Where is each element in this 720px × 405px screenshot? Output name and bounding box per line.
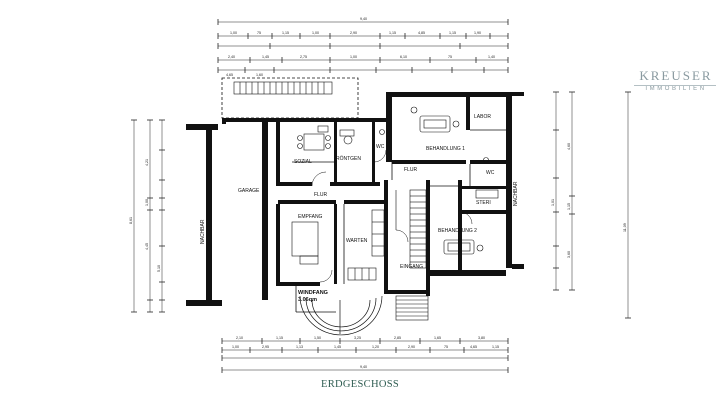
dim-top-1: 1,00 <box>230 31 237 35</box>
dim-top-2: 75 <box>257 31 261 35</box>
dim-right-overall: 11,09 <box>623 223 627 232</box>
room-label-steri: STERI <box>476 200 491 206</box>
room-label-empfang: EMPFANG <box>298 214 323 220</box>
room-label-windfang-area: 3.06qm <box>298 297 317 303</box>
entrance-stair <box>395 295 429 321</box>
dim-bot2-8: 4,65 <box>470 345 477 349</box>
dim-top2-4: 1,00 <box>350 55 357 59</box>
brand-divider <box>634 85 716 86</box>
dim-bot-4: 3,25 <box>354 336 361 340</box>
dim-bot-1: 2,10 <box>236 336 243 340</box>
room-label-nachbar-right: NACHBAR <box>513 181 519 206</box>
thin-walls <box>221 77 506 313</box>
dim-left-1: 4,21 <box>145 159 149 166</box>
dim-left-4: 5,10 <box>157 265 161 272</box>
left-dimension-chains <box>131 119 165 313</box>
dim-top-7: 4,85 <box>418 31 425 35</box>
furniture <box>291 106 499 281</box>
dim-top2-5: 6,10 <box>400 55 407 59</box>
dim-bot-3: 1,50 <box>314 336 321 340</box>
walls <box>186 92 524 306</box>
dim-top2-2: 1,45 <box>262 55 269 59</box>
dim-top-8: 1,15 <box>449 31 456 35</box>
bottom-overall-dimension: 9,40 <box>360 365 367 369</box>
room-label-warten: WARTEN <box>346 238 368 244</box>
dim-bot2-6: 2,90 <box>408 345 415 349</box>
room-label-wc-1: WC <box>376 144 385 150</box>
brand-name: KREUSER <box>639 68 713 83</box>
dim-right-1: 4,60 <box>567 143 571 150</box>
dim-bot2-1: 1,00 <box>232 345 239 349</box>
dim-right-4: 3,60 <box>567 251 571 258</box>
top-dimension-chains <box>217 19 509 73</box>
dim-right-3: 1,01 <box>551 199 555 206</box>
bottom-dimension-chains <box>221 338 509 373</box>
left-dimension-labels: 4,21 1,00 4,45 5,10 8,61 <box>129 159 161 272</box>
dim-top3-1: 4,65 <box>226 73 233 77</box>
room-label-nachbar-left: NACHBAR <box>200 219 206 244</box>
dim-top2-7: 1,40 <box>488 55 495 59</box>
dim-bot-6: 1,65 <box>434 336 441 340</box>
outer-stair-top <box>233 81 333 95</box>
dim-top-3: 1,15 <box>282 31 289 35</box>
right-dimension-labels: 4,60 1,15 1,01 3,60 11,09 <box>551 143 627 258</box>
dim-left-2: 1,00 <box>145 199 149 206</box>
room-label-behandlung-2: BEHANDLUNG 2 <box>438 228 477 234</box>
dim-bot-5: 2,85 <box>394 336 401 340</box>
floor-caption: ERDGESCHOSS <box>321 379 399 390</box>
dim-left-overall: 8,61 <box>129 217 133 224</box>
room-label-labor: LABOR <box>474 114 491 120</box>
dim-bot2-3: 1,13 <box>296 345 303 349</box>
room-label-garage: GARAGE <box>238 188 260 194</box>
brand-subtitle: IMMOBILIEN <box>645 86 707 92</box>
room-label-behandlung-1: BEHANDLUNG 1 <box>426 146 465 152</box>
dim-bot2-7: 75 <box>444 345 448 349</box>
room-label-eingang: EINGANG <box>400 264 423 270</box>
dim-bot2-2: 2,95 <box>262 345 269 349</box>
dim-top-9: 1,90 <box>474 31 481 35</box>
bottom-dimension-labels: 2,10 1,15 1,50 3,25 2,85 1,65 3,80 1,00 … <box>232 336 499 349</box>
dim-bot2-5: 1,20 <box>372 345 379 349</box>
dim-bot-2: 1,15 <box>276 336 283 340</box>
dim-right-2: 1,15 <box>567 203 571 210</box>
dim-top3-2: 1,60 <box>256 73 263 77</box>
room-label-wc-2: WC <box>486 170 495 176</box>
room-label-flur-2: FLUR <box>404 167 417 173</box>
interior-staircase <box>395 189 427 269</box>
dim-left-3: 4,45 <box>145 243 149 250</box>
door-swings <box>311 149 473 283</box>
dim-top-6: 1,15 <box>389 31 396 35</box>
right-dimension-chains <box>553 91 631 319</box>
dim-top-5: 2,90 <box>350 31 357 35</box>
top-dimension-labels: 1,00 75 1,15 1,00 2,90 1,15 4,85 1,15 1,… <box>226 31 495 77</box>
dim-top2-6: 75 <box>448 55 452 59</box>
top-overall-dimension: 9,40 <box>360 17 367 21</box>
dim-top2-3: 2,75 <box>300 55 307 59</box>
dim-bot2-9: 1,15 <box>492 345 499 349</box>
dim-bot2-4: 1,45 <box>334 345 341 349</box>
room-label-windfang: WINDFANG <box>298 290 328 296</box>
dim-top-4: 1,00 <box>312 31 319 35</box>
dim-top2-1: 2,40 <box>228 55 235 59</box>
room-label-flur-1: FLUR <box>314 192 327 198</box>
brand-logo: KREUSER IMMOBILIEN <box>636 68 716 92</box>
room-label-sozial: SOZIAL <box>294 159 312 165</box>
dim-bot-7: 3,80 <box>478 336 485 340</box>
windfang-curved-steps <box>299 295 383 336</box>
room-label-roentgen: RÖNTGEN <box>336 155 361 162</box>
